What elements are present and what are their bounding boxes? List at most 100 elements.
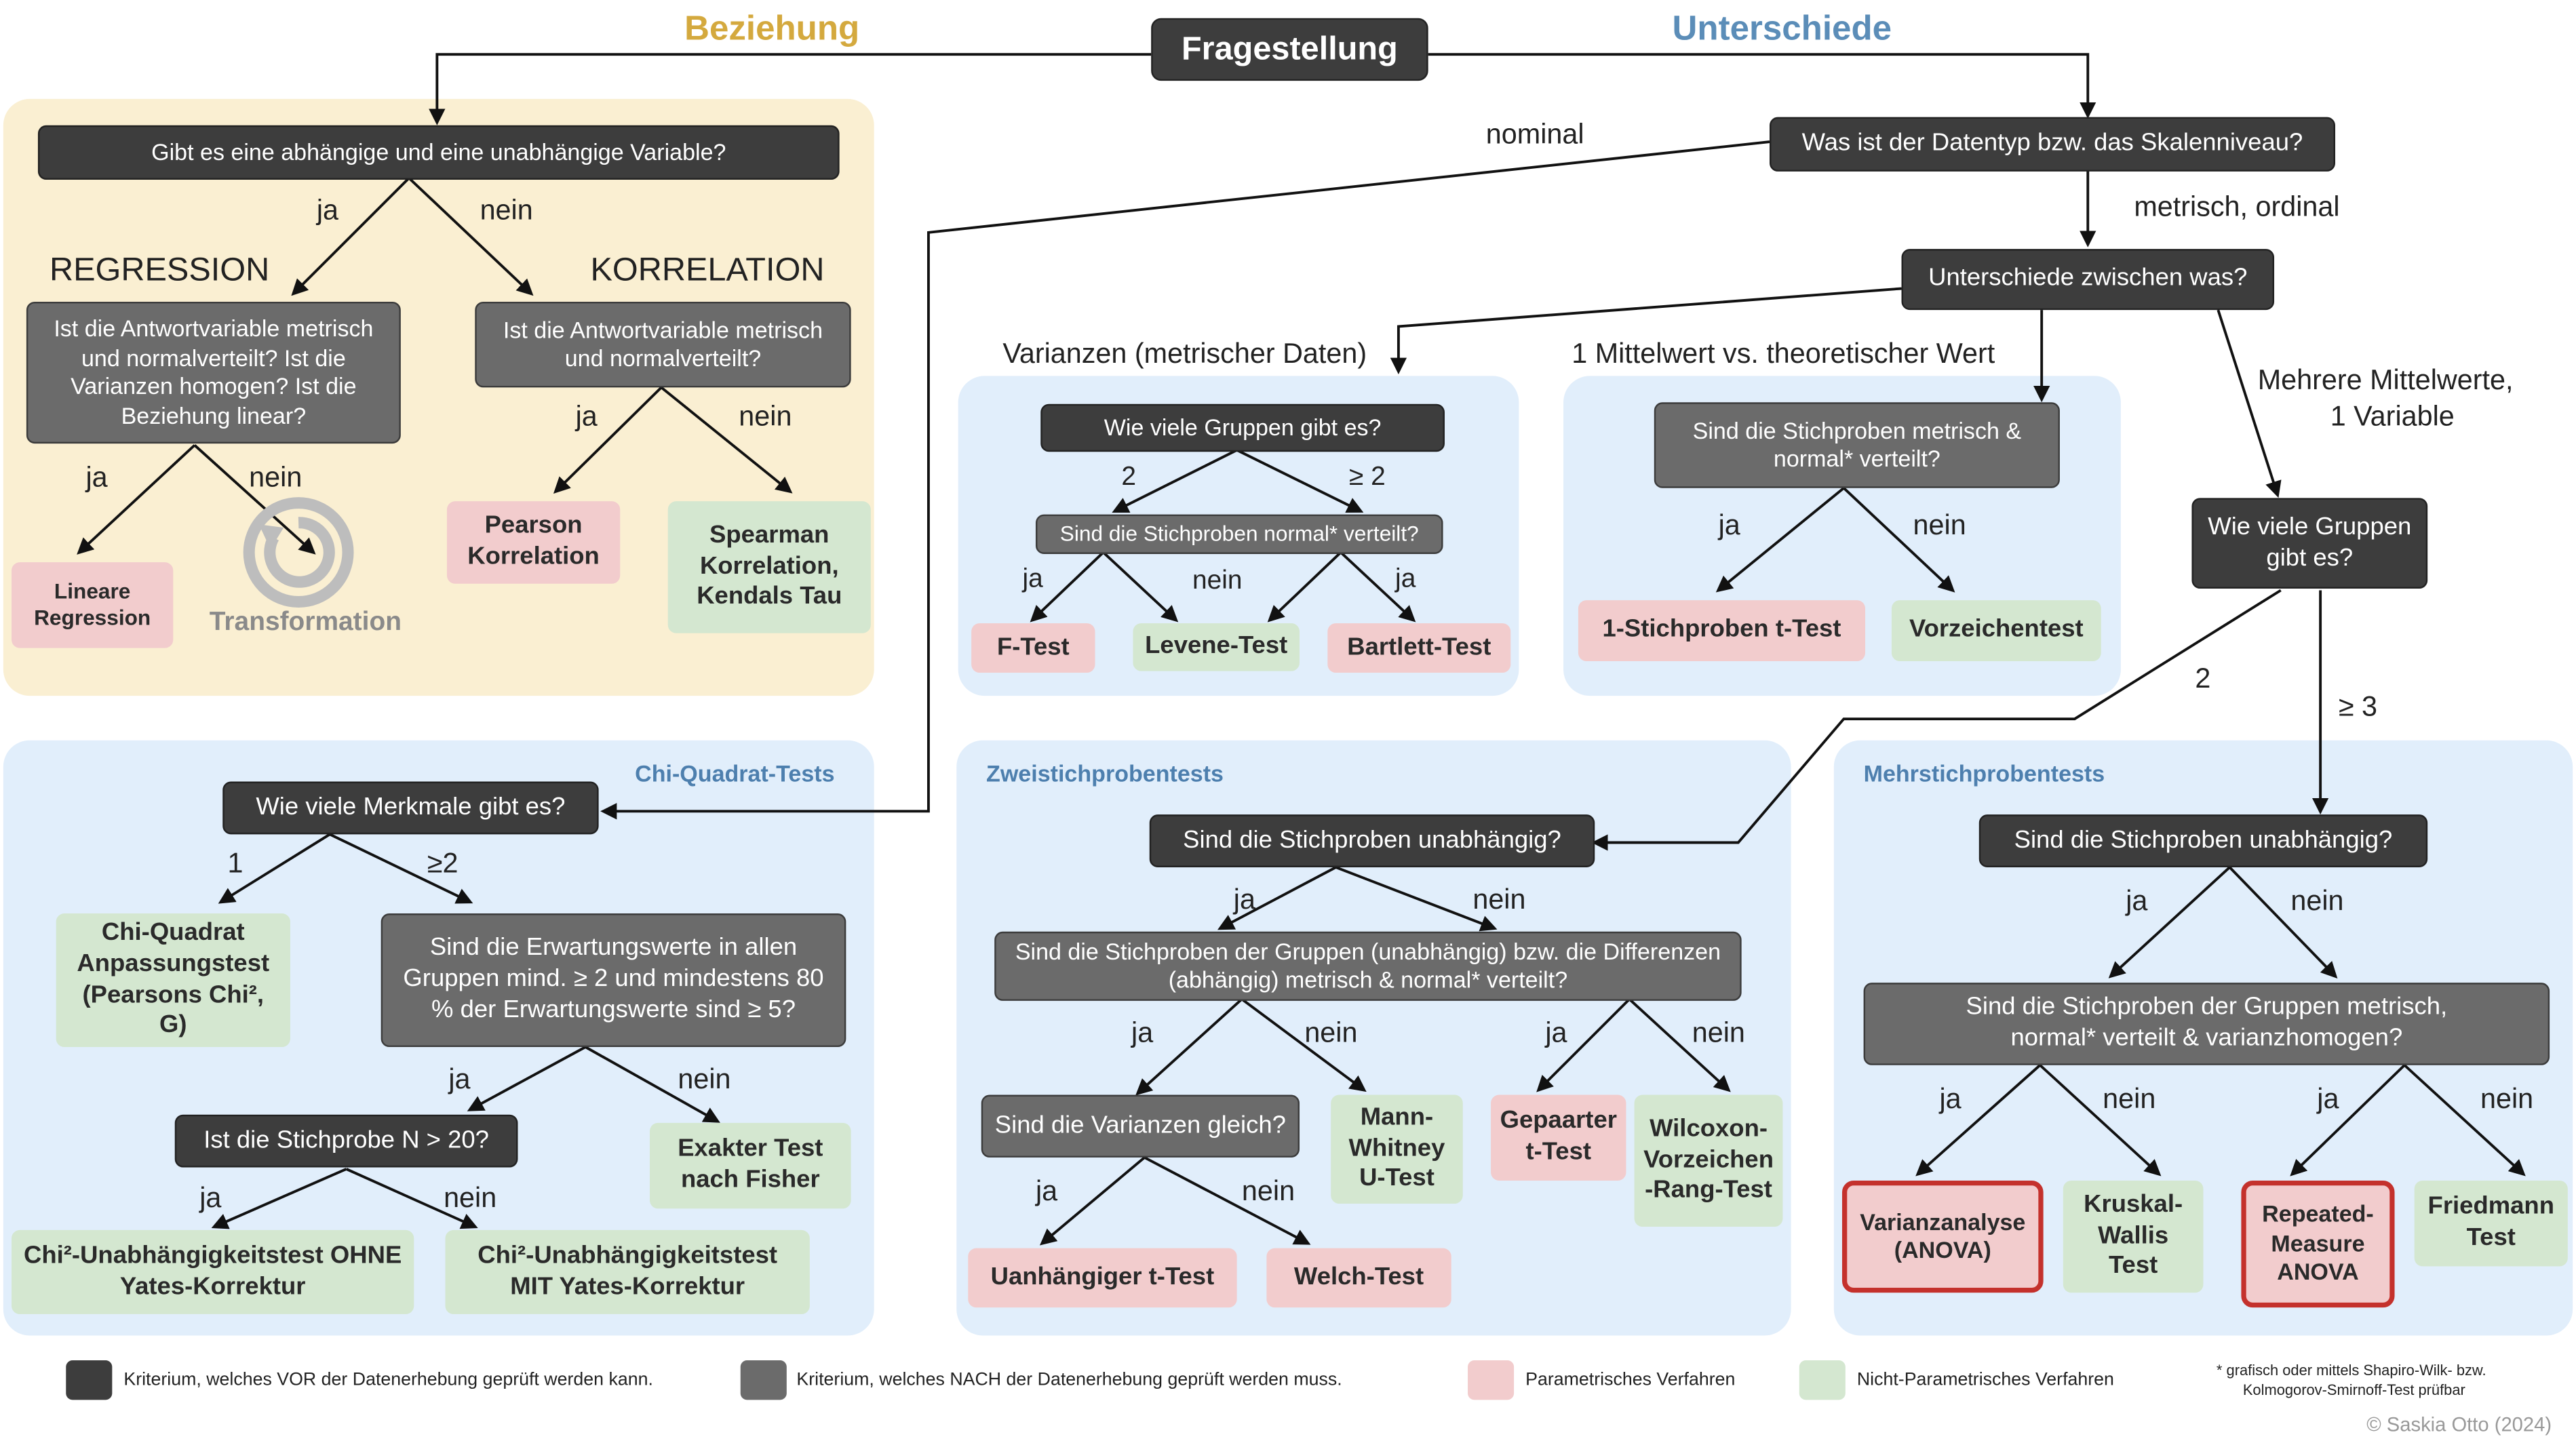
friedmann-test: Friedmann Test <box>2414 1180 2568 1267</box>
mittelwert-label: 1 Mittelwert vs. theoretischer Wert <box>1572 338 1995 370</box>
fragestellung-box: Fragestellung <box>1151 18 1428 81</box>
q-mehr-metrisch: Sind die Stichproben der Gruppen metrisc… <box>1863 983 2550 1065</box>
q-unterschiede: Unterschiede zwischen was? <box>1901 249 2275 311</box>
mehrere-label-2-groups: 2 <box>2195 663 2211 694</box>
zwei-v-label-nein: nein <box>1241 1175 1295 1207</box>
var-label-nein: nein <box>1192 567 1243 595</box>
chi-label-ge2: ≥2 <box>427 847 458 879</box>
q-varianz-gruppen: Wie viele Gruppen gibt es? <box>1040 403 1445 452</box>
chi-quadrat-title: Chi-Quadrat-Tests <box>635 759 835 787</box>
zwei-label-ja: ja <box>1233 884 1255 915</box>
q-zwei-metrisch: Sind die Stichproben der Gruppen (unabhä… <box>994 931 1742 1001</box>
legend-swatch-param <box>1468 1360 1515 1400</box>
var-label-ge2: ≥ 2 <box>1348 463 1386 492</box>
mehrere-label-1: Mehrere Mittelwerte, <box>2257 364 2514 396</box>
legend-vor: Kriterium, welches VOR der Datenerhebung… <box>123 1370 653 1390</box>
chi-label-ja: ja <box>448 1063 471 1095</box>
chi-n-label-ja: ja <box>199 1182 222 1214</box>
footnote-line-2: Kolmogorov-Smirnoff-Test prüfbar <box>2242 1381 2465 1398</box>
q-mittelwert-normal: Sind die Stichproben metrisch & normal* … <box>1654 402 2060 488</box>
mehr-label-nein: nein <box>2290 885 2344 917</box>
nominal-label: nominal <box>1485 119 1584 151</box>
legend-swatch-vor <box>66 1360 113 1400</box>
chi-mit-yates: Chi²-Unabhängigkeitstest MIT Yates-Korre… <box>445 1229 810 1314</box>
levene-test: Levene-Test <box>1133 623 1300 671</box>
mehrere-label-ge3: ≥ 3 <box>2338 690 2378 722</box>
zwei-r-label-nein: nein <box>1692 1017 1745 1049</box>
mehr-label-ja: ja <box>2126 885 2148 917</box>
legend-param: Parametrisches Verfahren <box>1525 1370 1736 1390</box>
mw-label-ja: ja <box>1718 509 1740 541</box>
mehr-r-label-nein: nein <box>2480 1083 2534 1115</box>
lineare-regression: Lineare Regression <box>12 562 174 648</box>
chi-n-label-nein: nein <box>444 1182 497 1214</box>
bartlett-test: Bartlett-Test <box>1327 623 1511 673</box>
kruskal-wallis-test: Kruskal-Wallis Test <box>2063 1180 2204 1293</box>
var-label-2: 2 <box>1121 463 1137 492</box>
q-varianz-normal: Sind die Stichproben normal* verteilt? <box>1035 514 1443 554</box>
mehrere-label-2: 1 Variable <box>2330 400 2455 433</box>
label-ja: ja <box>316 194 339 226</box>
regression-title: REGRESSION <box>49 252 270 289</box>
kor-label-nein: nein <box>739 400 792 433</box>
vorzeichentest: Vorzeichentest <box>1891 600 2101 662</box>
chi-label-nein: nein <box>678 1063 731 1095</box>
transformation-label: Transformation <box>209 608 402 637</box>
zwei-l-label-ja: ja <box>1131 1017 1154 1049</box>
reg-label-ja: ja <box>85 461 108 494</box>
legend-swatch-nach <box>740 1360 787 1400</box>
metrisch-ordinal-label: metrisch, ordinal <box>2134 191 2340 223</box>
var-label-ja-1: ja <box>1022 566 1043 594</box>
zwei-l-label-nein: nein <box>1304 1017 1358 1049</box>
q-merkmale: Wie viele Merkmale gibt es? <box>222 781 599 835</box>
copyright: © Saskia Otto (2024) <box>2366 1413 2552 1436</box>
wilcoxon-test: Wilcoxon-Vorzeichen -Rang-Test <box>1634 1094 1783 1227</box>
mw-label-nein: nein <box>1913 509 1966 541</box>
repeated-measure-anova: Repeated-Measure ANOVA <box>2241 1180 2395 1308</box>
mehrstichproben-title: Mehrstichprobentests <box>1863 759 2105 787</box>
mehr-l-label-nein: nein <box>2103 1083 2156 1115</box>
pearson-korrelation: Pearson Korrelation <box>446 501 621 584</box>
reg-label-nein: nein <box>249 461 303 494</box>
zwei-r-label-ja: ja <box>1545 1017 1567 1049</box>
kor-label-ja: ja <box>575 400 598 433</box>
einstichproben-t-test: 1-Stichproben t-Test <box>1578 600 1866 662</box>
zwei-label-nein: nein <box>1472 884 1526 915</box>
q-varianzen-gleich: Sind die Varianzen gleich? <box>981 1094 1300 1158</box>
gepaarter-t-test-label: Gepaarter t-Test <box>1500 1107 1617 1166</box>
transformation-icon <box>243 497 354 608</box>
gepaarter-t-test: Gepaarter t-Test <box>1491 1094 1626 1181</box>
chi-ohne-yates: Chi²-Unabhängigkeitstest OHNE Yates-Korr… <box>12 1229 414 1314</box>
q-datentyp: Was ist der Datentyp bzw. das Skalennive… <box>1769 117 2336 172</box>
legend-nonparam: Nicht-Parametrisches Verfahren <box>1856 1370 2114 1390</box>
q-stichprobe-n: Ist die Stichprobe N > 20? <box>174 1114 518 1168</box>
q-abhaengige-variable: Gibt es eine abhängige und eine unabhäng… <box>37 125 840 180</box>
spearman-korrelation: Spearman Korrelation, Kendals Tau <box>667 501 871 633</box>
chi-anpassungstest: Chi-Quadrat Anpassungstest (Pearsons Chi… <box>56 913 290 1048</box>
exakter-test-fisher: Exakter Test nach Fisher <box>650 1122 851 1209</box>
q-mehr-unabhaengig: Sind die Stichproben unabhängig? <box>1978 814 2428 867</box>
legend-swatch-nonparam <box>1799 1360 1846 1400</box>
chi-label-1: 1 <box>227 847 243 879</box>
q-regression: Ist die Antwortvariable metrisch und nor… <box>26 301 401 444</box>
beziehung-label: Beziehung <box>684 9 860 48</box>
q-erwartungswerte: Sind die Erwartungswerte in allen Gruppe… <box>380 913 846 1048</box>
varianzen-label: Varianzen (metrischer Daten) <box>1002 338 1367 370</box>
var-label-ja-2: ja <box>1395 566 1416 594</box>
label-nein: nein <box>480 194 533 226</box>
unterschiede-label: Unterschiede <box>1672 9 1892 48</box>
mehr-r-label-ja: ja <box>2317 1083 2339 1115</box>
welch-test: Welch-Test <box>1266 1248 1451 1308</box>
q-mehrere-gruppen: Wie viele Gruppen gibt es? <box>2191 498 2428 589</box>
f-test: F-Test <box>971 623 1095 673</box>
varianzanalyse-anova: Varianzanalyse (ANOVA) <box>1841 1180 2044 1293</box>
korrelation-title: KORRELATION <box>590 252 825 289</box>
legend-nach: Kriterium, welches NACH der Datenerhebun… <box>796 1370 1342 1390</box>
q-zwei-unabhaengig: Sind die Stichproben unabhängig? <box>1149 814 1595 867</box>
footnote-line-1: * grafisch oder mittels Shapiro-Wilk- bz… <box>2216 1362 2486 1379</box>
zwei-v-label-ja: ja <box>1035 1175 1058 1207</box>
q-korrelation: Ist die Antwortvariable metrisch und nor… <box>475 301 851 388</box>
unabhaengiger-t-test: Uanhängiger t-Test <box>968 1248 1237 1308</box>
